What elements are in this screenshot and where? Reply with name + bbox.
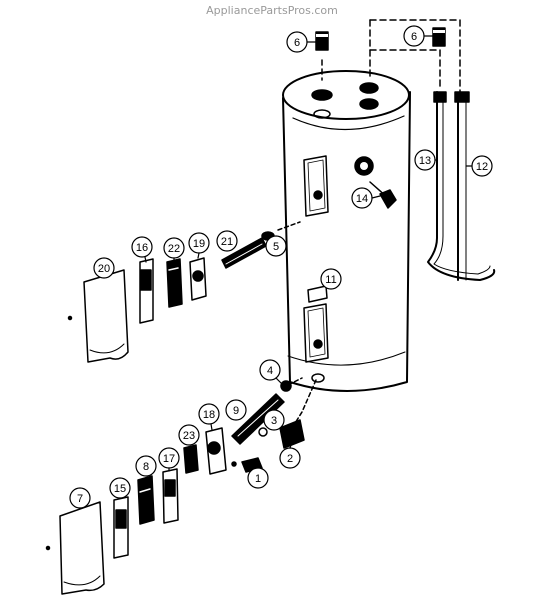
svg-text:23: 23 <box>183 430 195 442</box>
svg-text:6: 6 <box>411 31 417 43</box>
callout-1: 1 <box>247 465 269 489</box>
callout-21: 21 <box>216 230 238 252</box>
svg-text:14: 14 <box>356 193 368 205</box>
svg-text:21: 21 <box>221 236 233 248</box>
water-heater-tank <box>282 70 411 392</box>
svg-text:7: 7 <box>77 493 83 505</box>
callout-18: 19 <box>188 232 210 259</box>
svg-text:2: 2 <box>287 453 293 465</box>
svg-text:13: 13 <box>419 155 431 167</box>
svg-text:11: 11 <box>325 274 336 286</box>
svg-text:18: 18 <box>203 409 215 421</box>
watermark: AppliancePartsPros.com <box>206 4 338 17</box>
svg-text:20: 20 <box>98 263 110 275</box>
callout-19: 18 <box>198 403 220 431</box>
callout-4: 4 <box>259 359 283 385</box>
callout-23: 23 <box>178 424 200 446</box>
svg-text:17: 17 <box>163 453 175 465</box>
callout-22: 22 <box>163 237 185 263</box>
relief-valve <box>369 181 397 209</box>
callout-5: 5 <box>265 235 287 257</box>
callout-16: 16 <box>131 236 153 263</box>
svg-text:12: 12 <box>476 161 488 173</box>
callout-20: 20 <box>93 257 115 279</box>
callout-9: 8 <box>135 455 157 477</box>
callout-15: 15 <box>109 477 131 499</box>
nipples-and-connections <box>315 19 461 93</box>
callout-11: 11 <box>320 268 342 290</box>
callout-3: 3 <box>263 409 285 431</box>
svg-text:19: 19 <box>193 238 205 250</box>
svg-text:6: 6 <box>294 37 300 49</box>
lower-element <box>231 377 303 445</box>
callout-13: 13 <box>414 149 438 171</box>
svg-text:5: 5 <box>273 241 279 253</box>
callout-7: 7 <box>69 487 91 509</box>
dip-tubes <box>427 91 496 281</box>
lower-access-cover <box>45 501 105 595</box>
svg-text:16: 16 <box>136 242 148 254</box>
callout-14: 14 <box>351 187 381 209</box>
callout-12: 12 <box>465 155 493 177</box>
callout-6-left: 6 <box>286 31 317 53</box>
svg-text:9: 9 <box>233 405 239 417</box>
callout-2: 2 <box>279 441 301 469</box>
upper-access-cover <box>67 269 129 363</box>
callout-6-right: 6 <box>403 25 434 47</box>
svg-text:1: 1 <box>255 473 261 485</box>
svg-text:4: 4 <box>267 365 273 377</box>
callout-17: 17 <box>158 447 180 472</box>
svg-text:15: 15 <box>114 483 126 495</box>
svg-text:3: 3 <box>271 415 277 427</box>
drain-valve <box>258 379 317 449</box>
svg-text:22: 22 <box>168 243 180 255</box>
upper-thermostats <box>139 257 207 324</box>
lower-thermostats <box>113 427 227 559</box>
callout-8: 9 <box>225 399 247 421</box>
svg-text:8: 8 <box>143 461 149 473</box>
